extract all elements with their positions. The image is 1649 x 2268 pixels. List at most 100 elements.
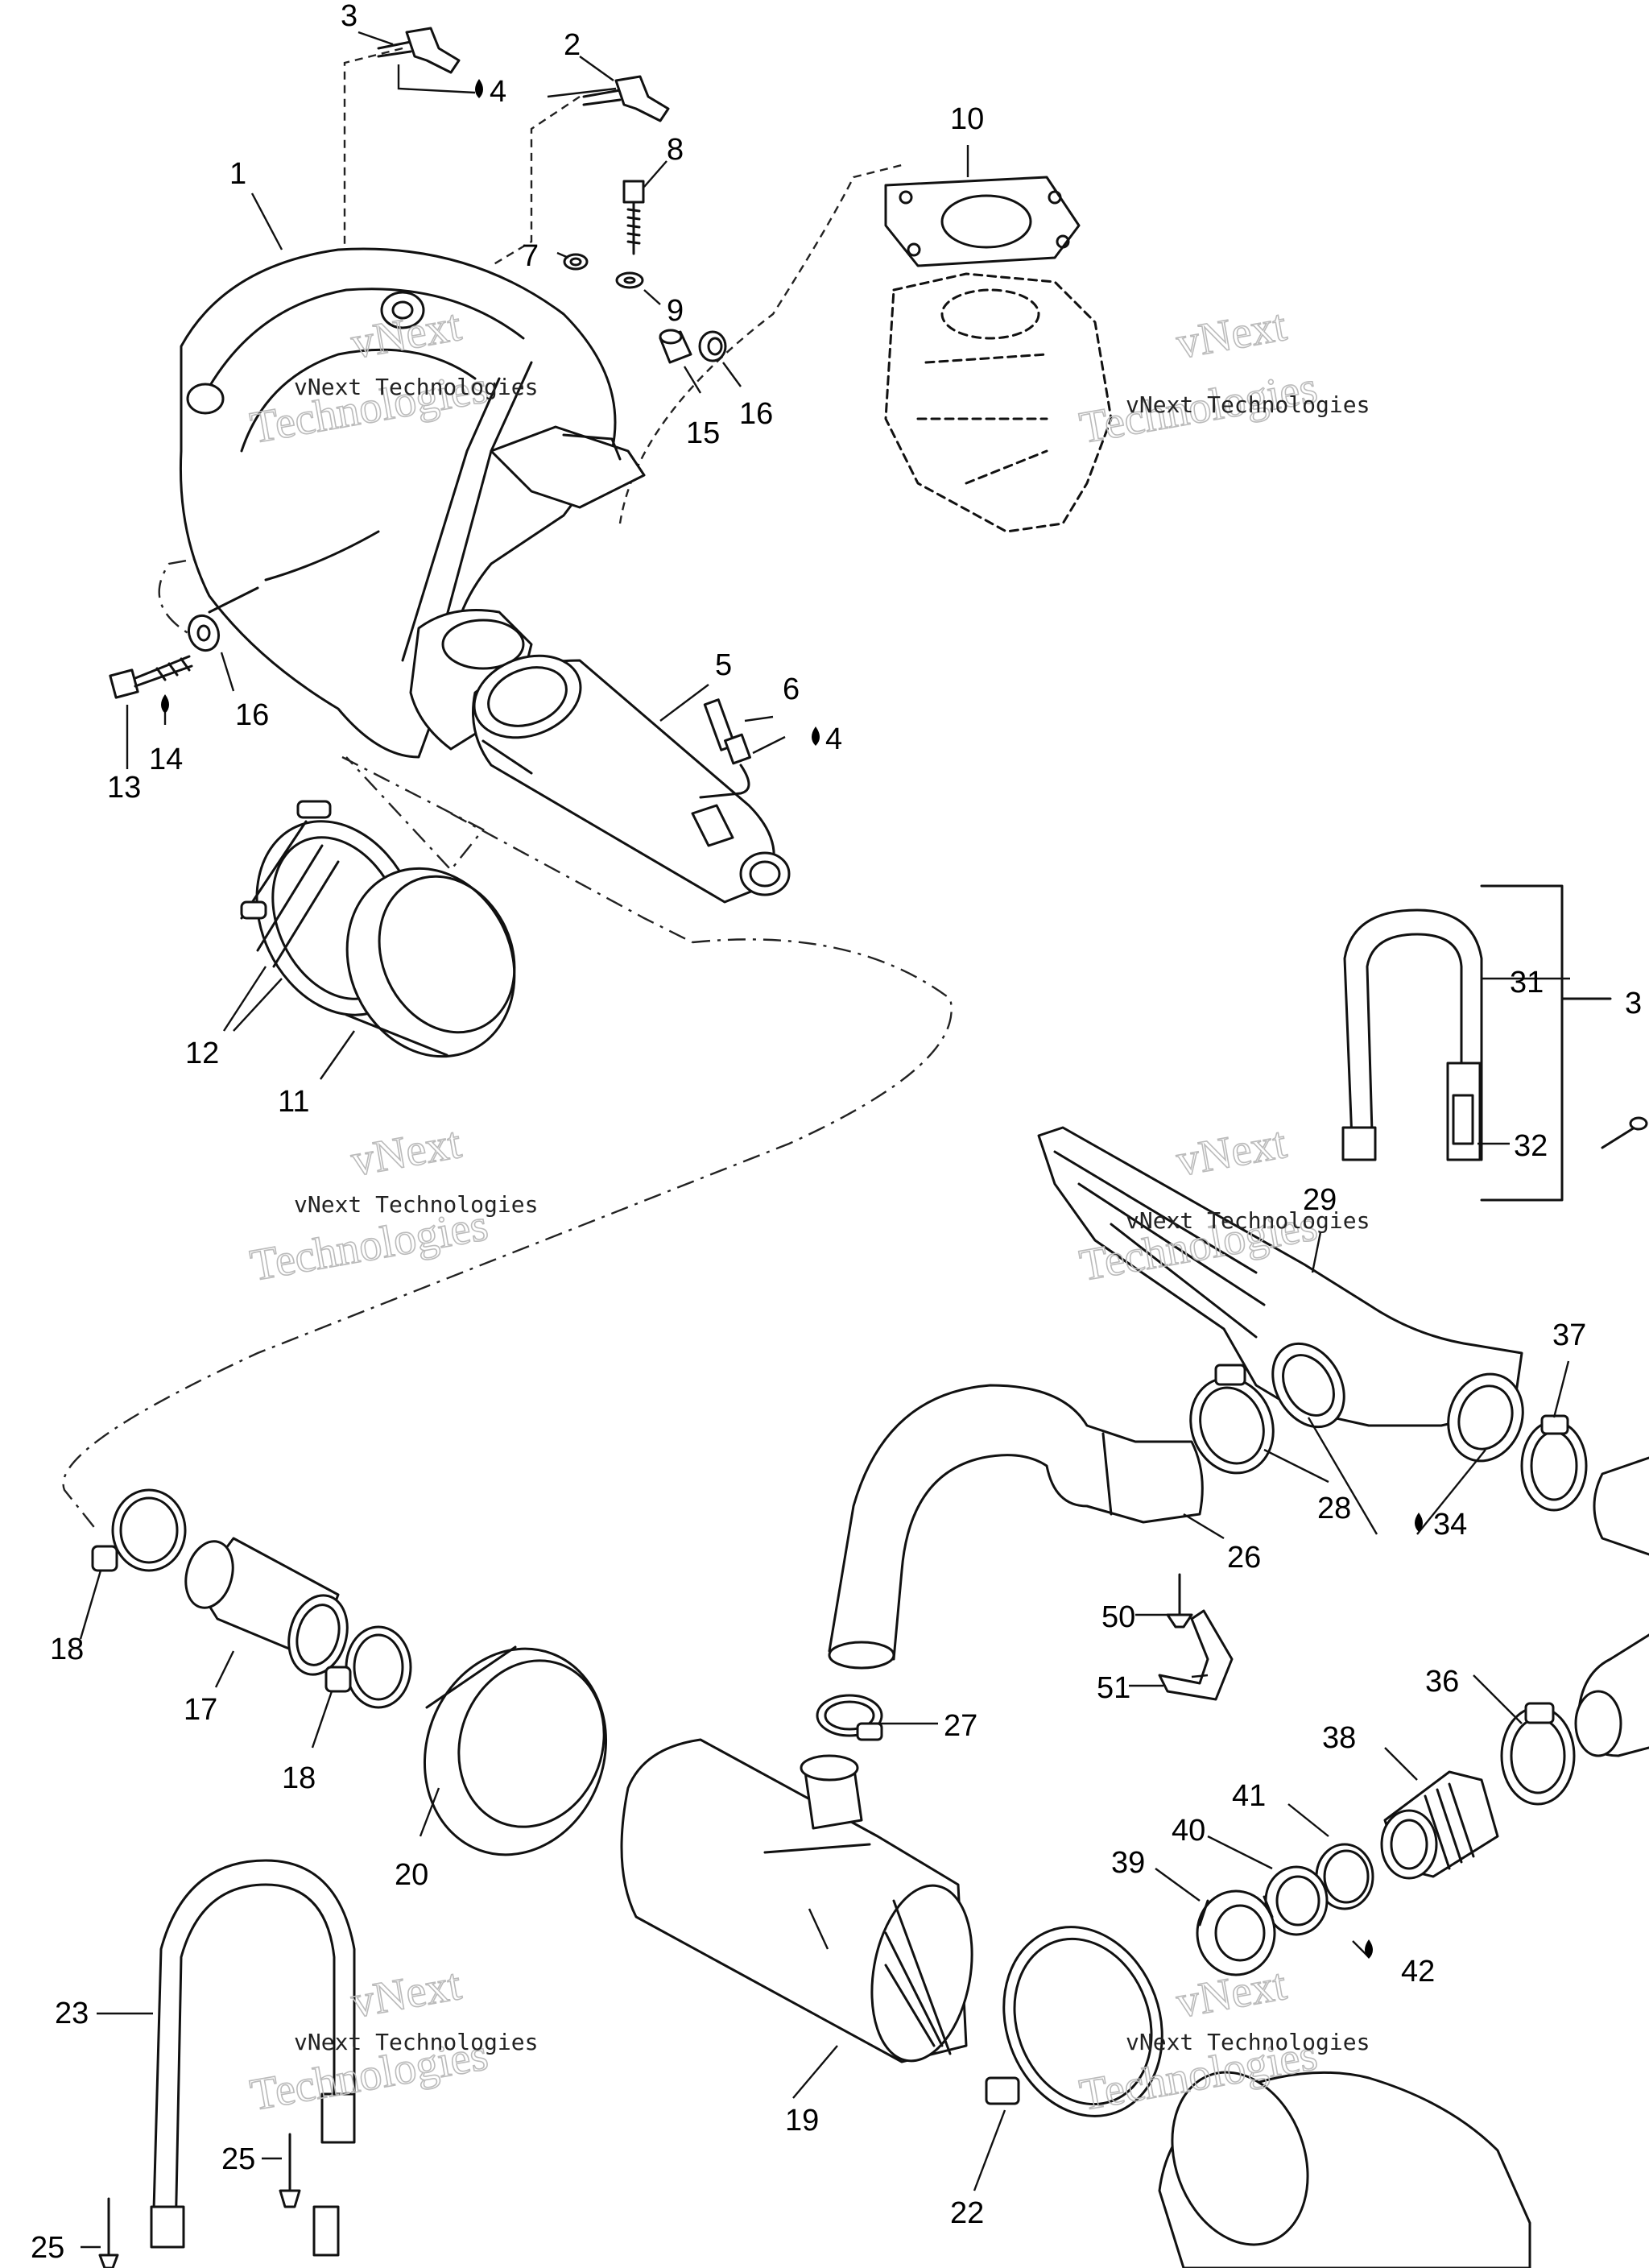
callout-42: 42 bbox=[1401, 1955, 1435, 1989]
exhaust-cone bbox=[472, 654, 791, 904]
callout-41: 41 bbox=[1232, 1779, 1266, 1813]
callout-16-lower: 16 bbox=[235, 698, 269, 732]
washer-9 bbox=[615, 271, 644, 289]
svg-text:vNext: vNext bbox=[1172, 300, 1290, 369]
strap-23 bbox=[150, 1859, 356, 2249]
callout-4-top: 4 bbox=[490, 75, 506, 109]
clamp-37 bbox=[1520, 1414, 1588, 1512]
svg-text:vNext: vNext bbox=[1172, 1118, 1290, 1186]
callout-11: 11 bbox=[278, 1085, 309, 1119]
rivet-50 bbox=[1166, 1573, 1193, 1629]
callout-34: 34 bbox=[1433, 1508, 1467, 1542]
pipe-right-edge bbox=[1574, 1456, 1649, 1757]
hose-26 bbox=[828, 1384, 1204, 1670]
bracket-51 bbox=[1158, 1609, 1234, 1701]
svg-text:vNext Technologies: vNext Technologies bbox=[1126, 1207, 1370, 1234]
bracket-30 bbox=[1480, 884, 1612, 1202]
callout-22: 22 bbox=[950, 2196, 984, 2230]
callout-36: 36 bbox=[1425, 1665, 1459, 1699]
sleeve-11 bbox=[345, 867, 516, 1058]
callout-1: 1 bbox=[229, 157, 246, 191]
leader-lines bbox=[79, 31, 1570, 2249]
bolt-13 bbox=[109, 655, 193, 699]
callout-9: 9 bbox=[667, 294, 684, 328]
callout-18-bottom: 18 bbox=[282, 1761, 316, 1795]
tube-17 bbox=[184, 1537, 349, 1676]
callout-32: 32 bbox=[1514, 1129, 1548, 1163]
callout-51: 51 bbox=[1097, 1671, 1130, 1705]
rivet-25-b bbox=[98, 2197, 119, 2268]
gasket-10 bbox=[884, 176, 1081, 267]
nut-7 bbox=[563, 253, 589, 271]
screw-8 bbox=[622, 180, 645, 255]
callout-26: 26 bbox=[1227, 1541, 1261, 1575]
watermark-mid-left: vNext Technologies vNext Technologies bbox=[246, 1117, 539, 1291]
callout-31: 31 bbox=[1510, 966, 1544, 999]
callout-3: 3 bbox=[341, 0, 357, 33]
sealant-drop-icon bbox=[812, 726, 820, 746]
callout-15: 15 bbox=[686, 416, 720, 450]
callout-39: 39 bbox=[1111, 1846, 1145, 1880]
clamp-18-top bbox=[91, 1488, 187, 1572]
callout-20: 20 bbox=[395, 1858, 428, 1892]
rivet-25-a bbox=[279, 2133, 340, 2257]
grommet-16-top bbox=[698, 330, 727, 362]
sealant-drop-icon bbox=[475, 79, 483, 98]
callout-6: 6 bbox=[783, 673, 800, 706]
callout-40: 40 bbox=[1172, 1814, 1205, 1848]
svg-text:vNext Technologies: vNext Technologies bbox=[294, 374, 538, 400]
callout-18-top: 18 bbox=[50, 1633, 84, 1666]
callout-5: 5 bbox=[715, 648, 732, 682]
screw-33 bbox=[1601, 1116, 1648, 1149]
watermark-top-right: vNext Technologies vNext Technologies bbox=[1076, 300, 1370, 453]
muffler-19 bbox=[620, 1738, 973, 2063]
callout-17: 17 bbox=[184, 1693, 217, 1727]
sealant-drop-icon bbox=[161, 694, 169, 714]
callout-labels: 1 2 3 4 7 8 9 10 15 16 16 13 14 5 6 4 12… bbox=[31, 0, 1642, 2265]
callout-38: 38 bbox=[1322, 1721, 1356, 1755]
svg-text:vNext Technologies: vNext Technologies bbox=[294, 1191, 538, 1218]
svg-text:vNext: vNext bbox=[347, 1118, 465, 1186]
svg-text:vNext Technologies: vNext Technologies bbox=[1126, 2029, 1370, 2055]
nut-39 bbox=[1196, 1889, 1276, 1976]
clamp-28 bbox=[1189, 1364, 1275, 1475]
connector-38 bbox=[1380, 1770, 1499, 1880]
seal-20 bbox=[423, 1645, 608, 1856]
callout-30: 3 bbox=[1625, 987, 1642, 1020]
elbow-fitting-2 bbox=[582, 75, 670, 122]
engine-outline bbox=[884, 272, 1113, 533]
callout-12: 12 bbox=[185, 1037, 219, 1070]
svg-text:vNext: vNext bbox=[1172, 1960, 1290, 2028]
fitting-6 bbox=[699, 698, 751, 799]
svg-text:vNext: vNext bbox=[347, 1960, 465, 2028]
callout-37: 37 bbox=[1552, 1318, 1586, 1352]
svg-text:vNext Technologies: vNext Technologies bbox=[294, 2029, 538, 2055]
sleeve-15 bbox=[659, 329, 692, 364]
callout-2: 2 bbox=[564, 28, 581, 62]
strap-31 bbox=[1341, 908, 1483, 1161]
sealant-drop-icon bbox=[1365, 1939, 1373, 1959]
callout-4-mid: 4 bbox=[825, 722, 842, 756]
callout-7: 7 bbox=[522, 239, 539, 273]
callout-10: 10 bbox=[950, 102, 984, 136]
callout-28: 28 bbox=[1317, 1492, 1351, 1525]
clamp-36 bbox=[1500, 1702, 1576, 1806]
callout-14: 14 bbox=[149, 743, 183, 776]
callout-16-top: 16 bbox=[739, 397, 773, 431]
washer-16-lower bbox=[187, 614, 221, 652]
callout-23: 23 bbox=[55, 1997, 89, 2030]
callout-8: 8 bbox=[667, 133, 684, 167]
band-clamp-22 bbox=[985, 1926, 1163, 2117]
callout-19: 19 bbox=[785, 2104, 819, 2138]
callout-29: 29 bbox=[1303, 1183, 1337, 1217]
muffler-lower bbox=[1158, 2071, 1531, 2268]
callout-50: 50 bbox=[1101, 1600, 1135, 1634]
callout-25-right: 25 bbox=[221, 2142, 255, 2176]
clamp-18-bottom bbox=[324, 1625, 412, 1709]
sealant-drop-icon bbox=[1415, 1513, 1423, 1532]
elbow-fitting-3 bbox=[377, 27, 461, 74]
callout-13: 13 bbox=[107, 771, 141, 805]
callout-25-left: 25 bbox=[31, 2231, 64, 2265]
callout-27: 27 bbox=[944, 1709, 977, 1743]
